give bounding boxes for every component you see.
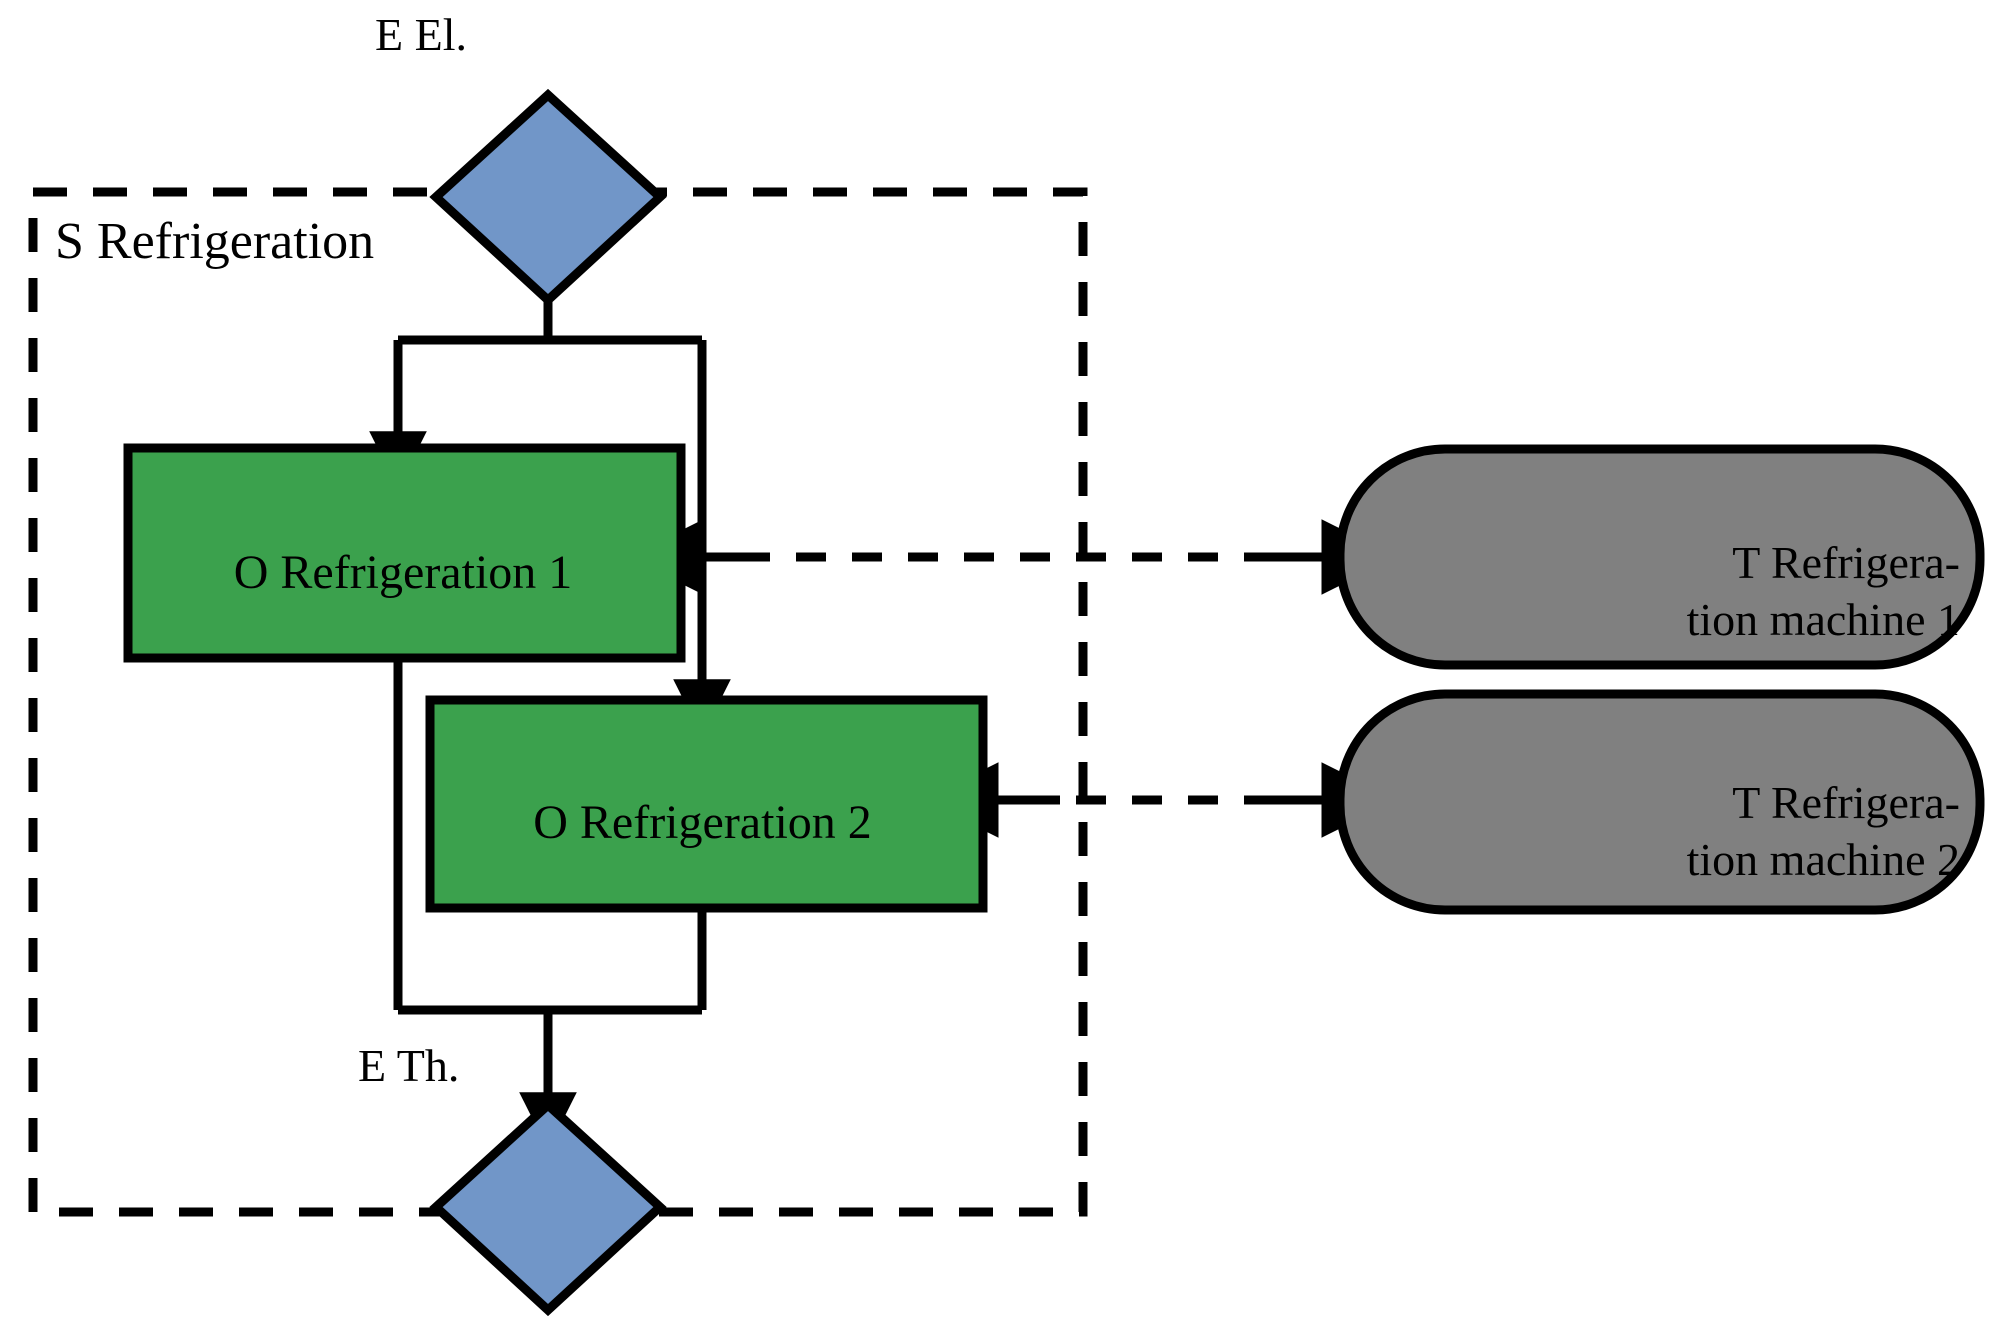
node-technology-1-label-line-2: tion machine 1 bbox=[1686, 594, 1960, 646]
energy-label-thermal: E Th. bbox=[358, 1040, 460, 1091]
node-operation-1-label: O Refrigeration 1 bbox=[233, 546, 573, 599]
node-technology-2-label-line-1: T Refrigera- bbox=[1732, 777, 1960, 828]
node-operation-2-box[interactable] bbox=[425, 695, 988, 913]
node-operation-1-box[interactable] bbox=[123, 443, 686, 663]
node-technology-1-box[interactable] bbox=[1335, 444, 1985, 670]
node-technology-2-box[interactable] bbox=[1335, 689, 1985, 915]
node-input-flow-diamond[interactable] bbox=[429, 88, 667, 307]
energy-label-electrical: E El. bbox=[375, 9, 467, 60]
node-technology-2-label-line-2: tion machine 2 bbox=[1686, 834, 1960, 886]
node-operation-2-label: O Refrigeration 2 bbox=[533, 796, 872, 849]
node-output-flow-diamond[interactable] bbox=[429, 1098, 667, 1317]
system-boundary-label: S Refrigeration bbox=[55, 213, 375, 270]
node-technology-1-label: T Refrigera- tion machine 1 bbox=[1300, 534, 1960, 648]
node-technology-1-label-line-1: T Refrigera- bbox=[1732, 537, 1960, 588]
node-technology-2-label: T Refrigera- tion machine 2 bbox=[1300, 774, 1960, 888]
